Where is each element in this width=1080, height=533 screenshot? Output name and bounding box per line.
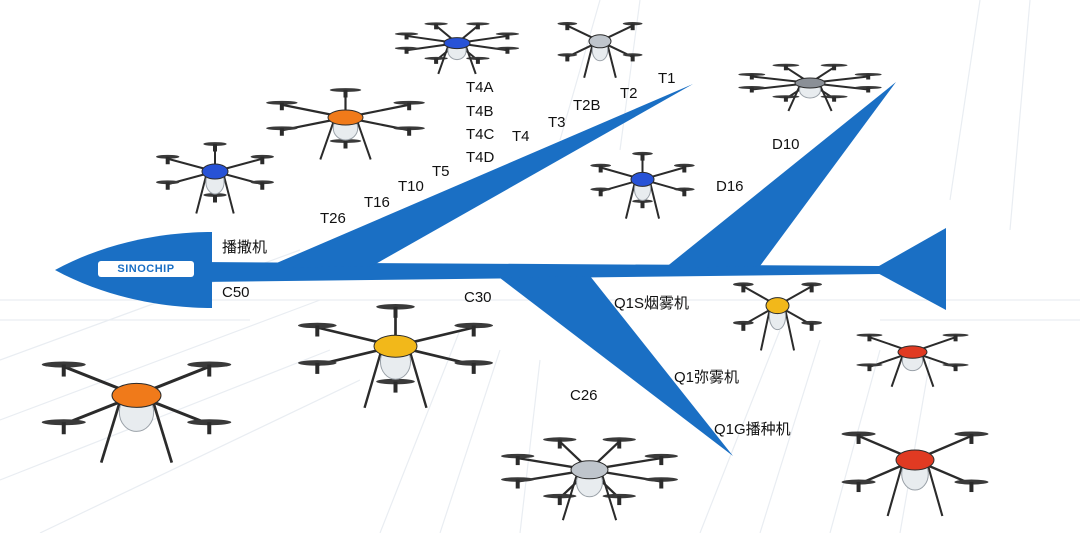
quadcopter-drone-icon (720, 272, 835, 352)
quadcopter-drone-icon (840, 326, 985, 388)
label-t2: T2 (620, 85, 638, 102)
label-c30: C30 (464, 289, 492, 306)
label-q1g: Q1G播种机 (714, 421, 791, 438)
label-t2b: T2B (573, 97, 601, 114)
d-series-wing (665, 82, 896, 268)
tail-fin (872, 228, 946, 310)
label-t4a: T4A (466, 79, 494, 96)
branch-shapes (55, 82, 946, 456)
t-series-wing (265, 84, 693, 268)
octocopter-drone-icon (258, 86, 433, 161)
label-t3: T3 (548, 114, 566, 131)
sinochip-logo: SINOCHIP (98, 261, 194, 277)
label-t1: T1 (658, 70, 676, 87)
label-t5: T5 (432, 163, 450, 180)
label-t4d: T4D (466, 149, 495, 166)
hexacopter-drone-icon (150, 140, 280, 215)
hexacopter-drone-icon (585, 150, 700, 220)
label-d10: D10 (772, 136, 800, 153)
octocopter-drone-icon (735, 62, 885, 112)
label-c50: C50 (222, 284, 250, 301)
label-q1s: Q1S烟雾机 (614, 295, 690, 312)
label-t4c: T4C (466, 126, 495, 143)
label-spreader: 播撒机 (222, 239, 268, 256)
hexacopter-drone-icon (288, 300, 503, 410)
quadcopter-drone-icon (545, 14, 655, 79)
lower-wing (500, 276, 733, 456)
quadcopter-drone-icon (820, 418, 1010, 518)
label-t10: T10 (398, 178, 424, 195)
label-c26: C26 (570, 387, 598, 404)
octocopter-drone-icon (392, 20, 522, 75)
label-t16: T16 (364, 194, 390, 211)
label-t26: T26 (320, 210, 346, 227)
label-t4: T4 (512, 128, 530, 145)
label-d16: D16 (716, 178, 744, 195)
label-t4b: T4B (466, 103, 494, 120)
quadcopter-drone-icon (14, 345, 259, 465)
label-q1: Q1弥雾机 (674, 369, 740, 386)
octocopter-drone-icon (497, 432, 682, 522)
